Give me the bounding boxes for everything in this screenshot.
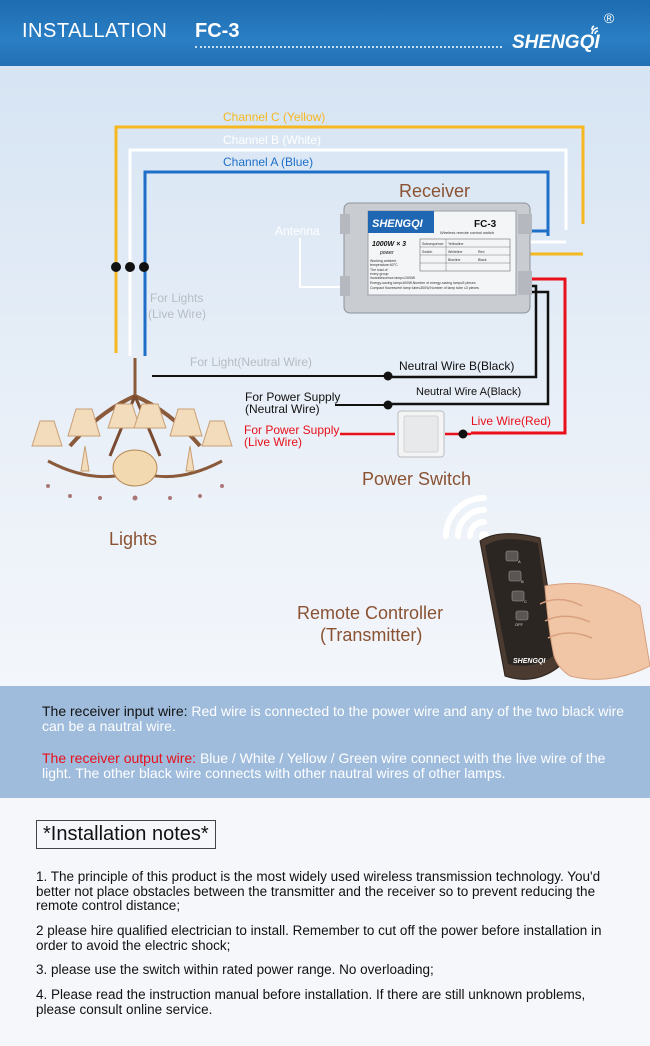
junction-dot: [458, 429, 468, 439]
remote-controller-illustration: A B C OFF SHENGQI: [479, 533, 650, 680]
for-lights-sub-label: (Live Wire): [148, 307, 207, 321]
note-item: 3. please use the switch within rated po…: [36, 962, 434, 977]
receiver-device: SHENGQI FC-3 Wireless remote control swi…: [340, 202, 532, 314]
junction-dot: [383, 400, 393, 410]
antenna-wire: [299, 238, 342, 288]
receiver-table-line: Whiteline: [448, 250, 462, 254]
neutral-a-wire: [388, 290, 550, 406]
note-item: 4. Please read the instruction manual be…: [36, 987, 586, 1017]
notes-title: *Installation notes*: [36, 820, 216, 849]
note-item: 2 please hire qualified electrician to i…: [36, 923, 602, 953]
power-live-sub-label: (Live Wire): [244, 435, 303, 449]
remote-button-label: C: [524, 599, 527, 604]
remote-button-label: B: [521, 579, 524, 584]
receiver-small-text: every group: [370, 272, 389, 276]
wiring-info-box: The receiver input wire: Red wire is con…: [0, 686, 650, 798]
receiver-power: power: [379, 250, 394, 256]
for-lights-label: For Lights: [150, 291, 204, 305]
neutral-a-label: Neutral Wire A(Black): [416, 386, 522, 398]
wiring-diagram: SHENGQI FC-3 Wireless remote control swi…: [0, 66, 650, 686]
channel-a-label: Channel A (Blue): [223, 155, 314, 169]
remote-sub-label: (Transmitter): [320, 625, 423, 645]
power-switch-device: [397, 410, 445, 458]
receiver-model: FC-3: [474, 219, 497, 230]
receiver-rating: 1000W × 3: [372, 241, 406, 248]
registered-mark: ®: [604, 10, 615, 26]
input-wire-text: Red wire is connected to the power wire …: [42, 703, 625, 734]
header-dotted-rule: [195, 46, 502, 48]
receiver-small-text: Incandescence lamp≤1000W: [370, 276, 416, 280]
live-wire-label: Live Wire(Red): [471, 414, 552, 428]
receiver-subtitle: Wireless remote control switch: [440, 230, 494, 235]
chandelier-illustration: [31, 358, 233, 501]
junction-dot: [139, 262, 149, 272]
antenna-label: Antenna: [275, 224, 320, 238]
light-neutral-label: For Light(Neutral Wire): [190, 355, 313, 369]
receiver-table-line: Black: [478, 258, 487, 262]
installation-notes: *Installation notes* 1. The principle of…: [0, 798, 650, 1046]
receiver-small-text: temperature:60°C: [370, 263, 398, 267]
power-switch-label: Power Switch: [362, 469, 472, 489]
header-title: INSTALLATION: [22, 20, 168, 42]
receiver-table-line: Subsequence: [422, 242, 443, 246]
live-red-wire: [471, 277, 567, 435]
junction-dot: [111, 262, 121, 272]
receiver-table-line: Blueline: [448, 258, 461, 262]
remote-button-label: A: [518, 559, 521, 564]
remote-button-label: OFF: [515, 622, 524, 627]
receiver-label: Receiver: [399, 181, 471, 201]
input-wire-heading: The receiver input wire:: [42, 703, 188, 719]
neutral-b-label: Neutral Wire B(Black): [399, 359, 515, 373]
receiver-table-line: Yellowline: [448, 242, 463, 246]
signal-icon: [591, 25, 599, 35]
note-item: 1. The principle of this product is the …: [36, 869, 601, 913]
brand-logo: SHENGQI: [512, 32, 600, 53]
junction-dot: [383, 371, 393, 381]
output-wire-paragraph: The receiver output wire: Blue / White /…: [42, 751, 632, 781]
receiver-small-text: Working ambient: [370, 259, 396, 263]
output-wire-heading: The receiver output wire:: [42, 750, 197, 766]
channel-c-label: Channel C (Yellow): [223, 110, 326, 124]
receiver-small-text: The load of: [370, 268, 388, 272]
receiver-brand: SHENGQI: [372, 218, 424, 230]
channel-b-label: Channel B (White): [223, 133, 322, 147]
header-model: FC-3: [195, 20, 240, 42]
receiver-small-text: Energy-saving lamp≤600W,Number of energy…: [370, 281, 476, 285]
junction-dot: [125, 262, 135, 272]
input-wire-paragraph: The receiver input wire: Red wire is con…: [42, 704, 632, 734]
receiver-table-line: Switch: [422, 250, 432, 254]
receiver-table-line: Red: [478, 250, 484, 254]
wiring-lines: SHENGQI FC-3 Wireless remote control swi…: [31, 125, 650, 680]
power-neutral-label: For Power Supply: [245, 390, 341, 404]
remote-brand: SHENGQI: [513, 658, 546, 665]
channel-b-wire: [128, 148, 568, 356]
lights-label: Lights: [109, 529, 158, 549]
power-neutral-sub-label: (Neutral Wire): [245, 402, 320, 416]
receiver-small-text: Compact fluorescent lamp tube≤300W,Numbe…: [370, 286, 479, 290]
header-banner: INSTALLATION FC-3 SHENGQI ®: [0, 0, 650, 66]
power-live-label: For Power Supply: [244, 423, 340, 437]
output-wire-text: Blue / White / Yellow / Green wire conne…: [42, 750, 606, 781]
wireless-signal-icon: [443, 495, 489, 541]
remote-label: Remote Controller: [297, 603, 444, 623]
channel-c-wire: [114, 125, 585, 353]
